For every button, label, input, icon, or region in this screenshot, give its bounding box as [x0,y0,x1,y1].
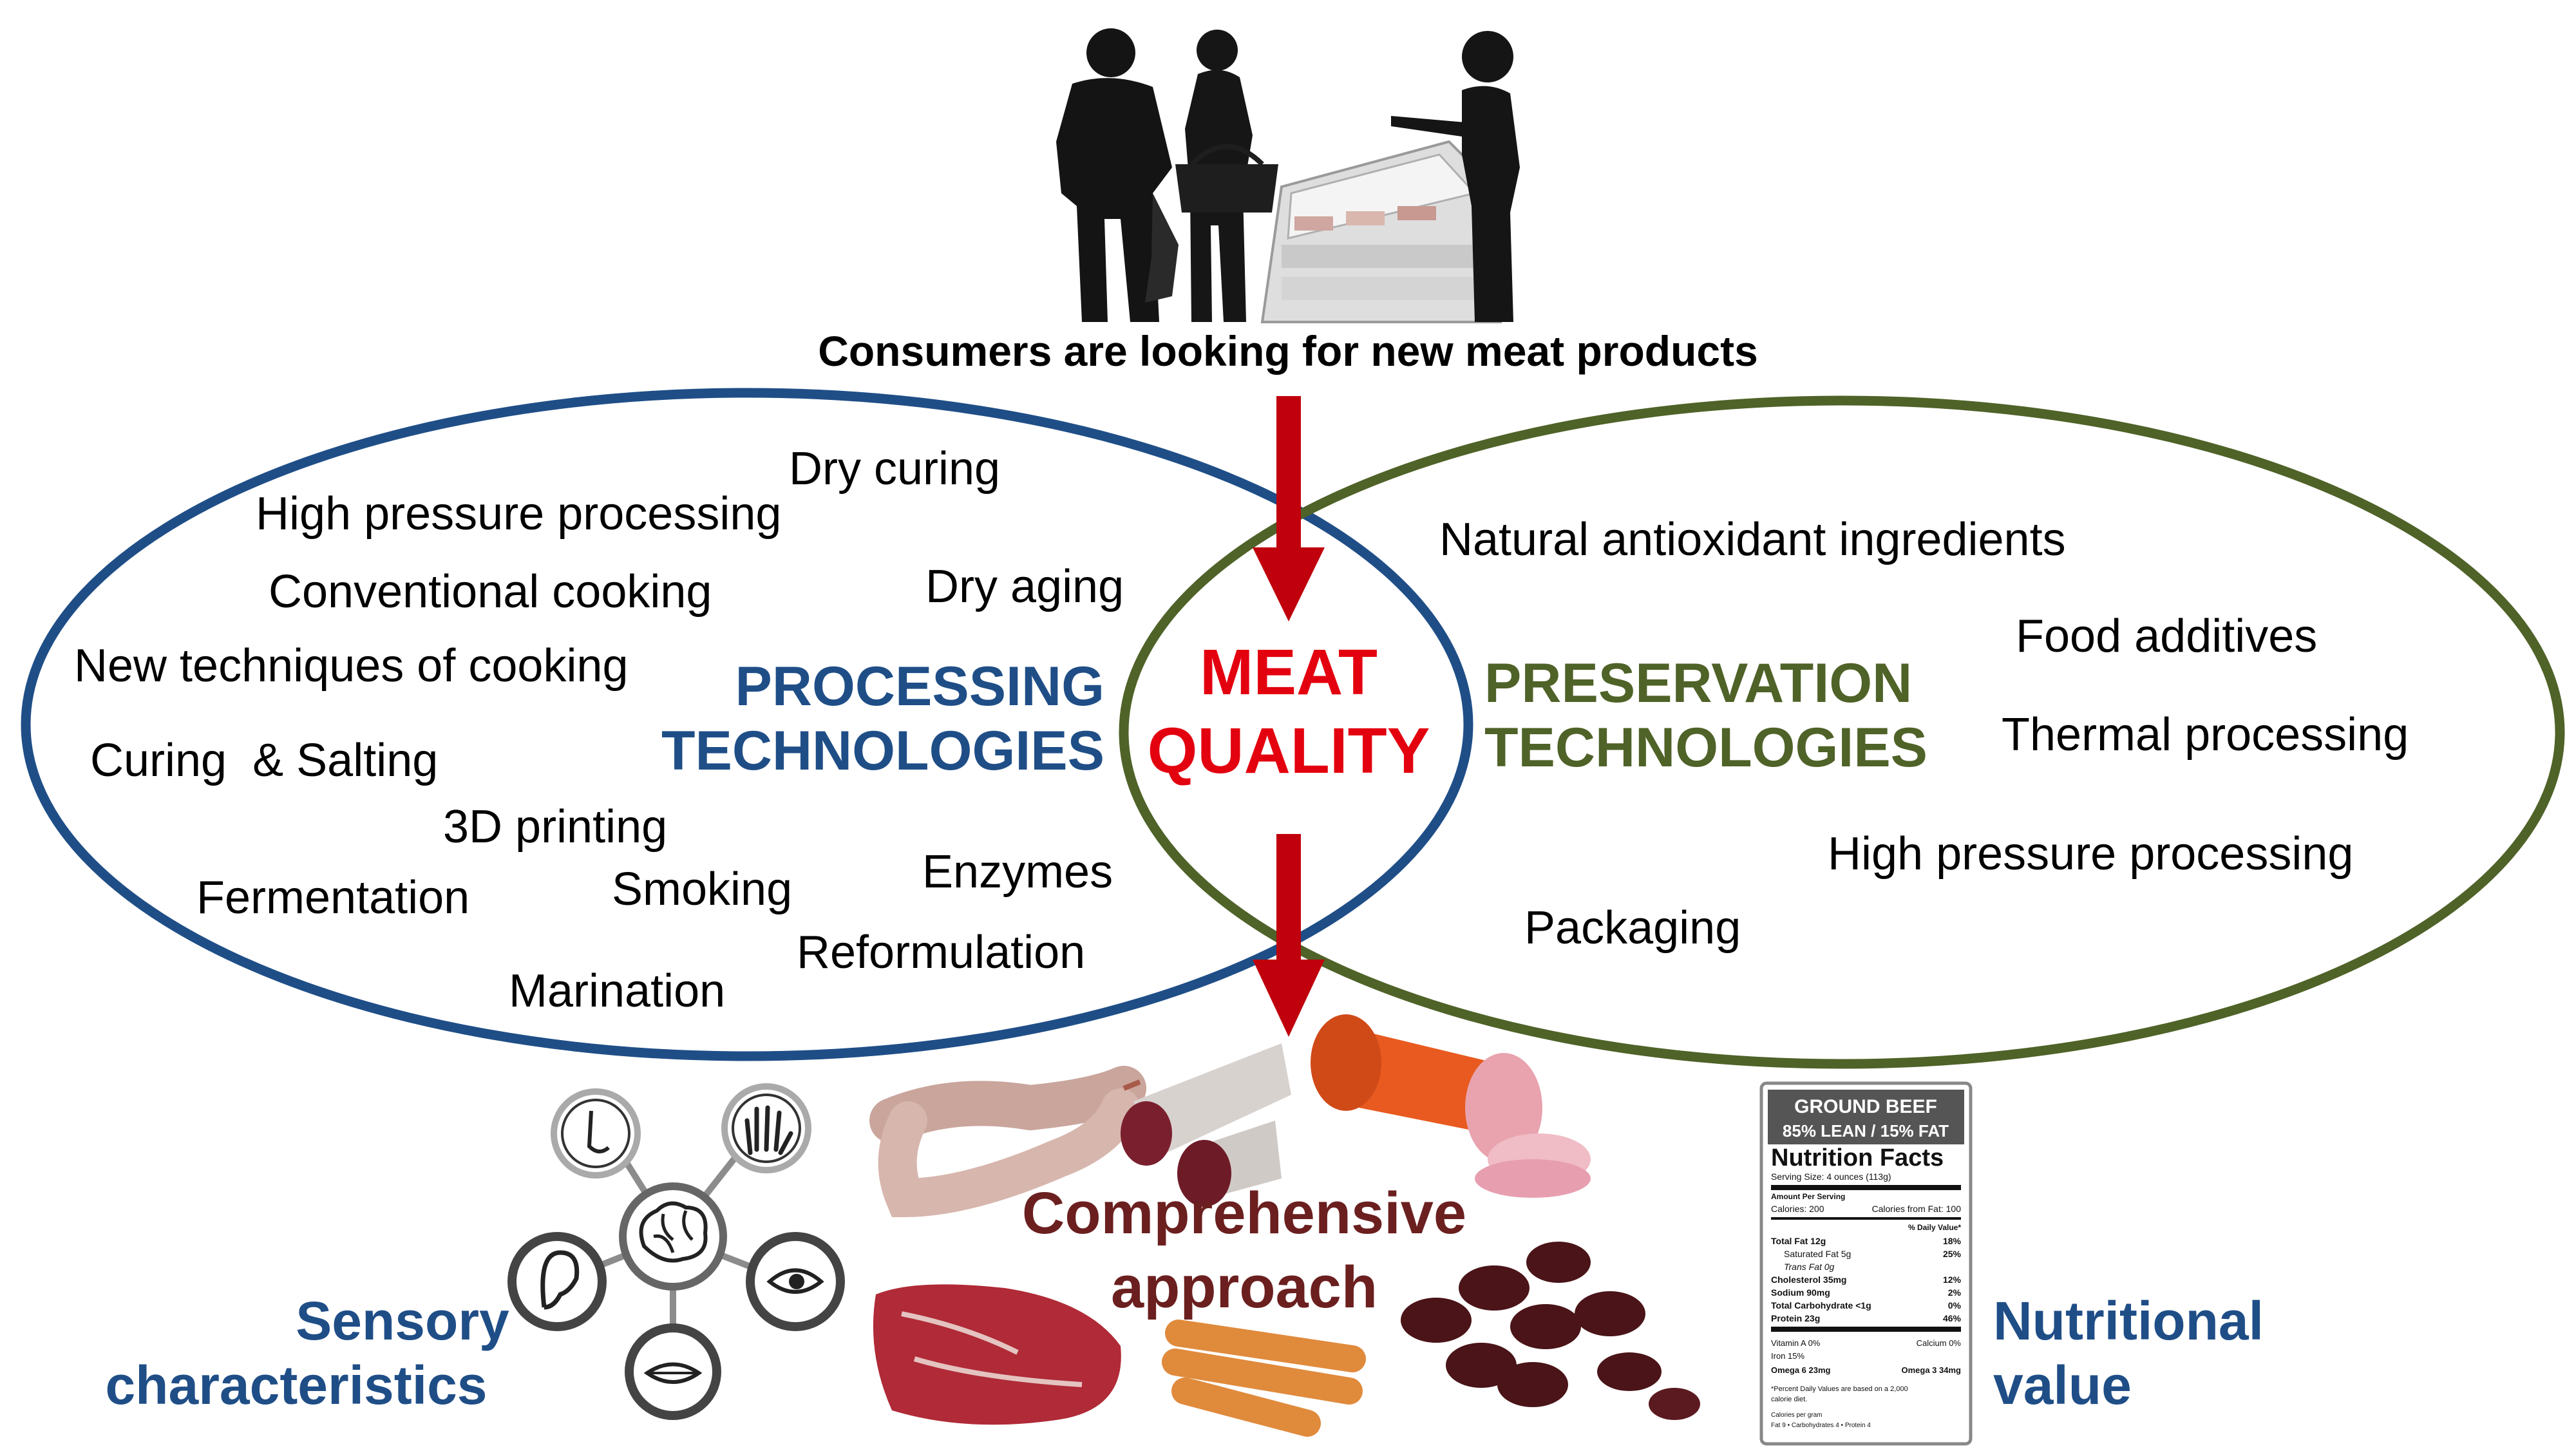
arrow-quality-to-products [1253,834,1325,1037]
processing-item-new-cooking: New techniques of cooking [74,640,629,692]
preservation-item-antioxidants: Natural antioxidant ingredients [1439,514,2066,565]
processing-item-dry-curing: Dry curing [789,443,1000,495]
comprehensive-line1: Comprehensive [1022,1180,1466,1246]
mouth-icon [629,1328,717,1416]
nutrition-row-label: Protein 23g [1771,1313,1820,1323]
consumers-caption: Consumers are looking for new meat produ… [818,327,1758,375]
preservation-item-food-additives: Food additives [2016,611,2317,662]
nutrition-row-label: Total Carbohydrate <1g [1771,1300,1871,1311]
nutrition-product-line1: GROUND BEEF [1794,1096,1937,1117]
nutrition-row-value: 25% [1943,1249,1962,1259]
brain-icon [623,1186,723,1287]
nutrition-omega3: Omega 3 34mg [1902,1365,1962,1375]
processing-item-enzymes: Enzymes [922,846,1113,898]
sensory-label-line1: Sensory [296,1291,509,1351]
shoppers-illustration [1056,28,1520,322]
ear-icon [512,1236,602,1327]
processing-item-smoking: Smoking [612,864,792,915]
nutrition-row-label: Cholesterol 35mg [1771,1274,1846,1285]
nutrition-dv-header: % Daily Value* [1908,1223,1961,1232]
steak-image [873,1284,1121,1425]
preservation-item-high-pressure: High pressure processing [1828,828,2353,880]
preservation-item-packaging: Packaging [1524,902,1741,954]
processing-item-3d-printing: 3D printing [443,801,667,853]
shopper-man-silhouette [1056,28,1179,322]
processing-title-line1: PROCESSING [735,656,1104,717]
processing-item-reformulation: Reformulation [797,927,1085,978]
nutrition-serving: Serving Size: 4 ounces (113g) [1771,1171,1891,1182]
nutrition-row-value: 12% [1943,1274,1962,1285]
nutrition-footnote3: Calories per gram [1771,1412,1822,1419]
processing-item-high-pressure: High pressure processing [256,488,781,540]
nutrition-footnote2: calorie diet. [1771,1396,1807,1403]
nutrition-footnote1: *Percent Daily Values are based on a 2,0… [1771,1385,1908,1393]
nutrition-calories-fat: Calories from Fat: 100 [1872,1204,1962,1214]
nutrition-calories: Calories: 200 [1771,1204,1824,1214]
frankfurters-image [1175,1333,1352,1423]
nutrition-footnote4: Fat 9 • Carbohydrates 4 • Protein 4 [1771,1422,1871,1429]
meat-quality-line1: MEAT [1200,636,1378,708]
processing-item-conventional-cooking: Conventional cooking [269,566,712,618]
nutritional-label-line1: Nutritional [1993,1291,2264,1351]
preservation-item-thermal: Thermal processing [2002,709,2409,761]
preservation-title-line2: TECHNOLOGIES [1484,717,1927,779]
nutrition-row-value: 18% [1943,1236,1962,1246]
mortadella-image [1311,1014,1591,1198]
nutritional-label-line2: value [1993,1355,2132,1416]
meat-quality-line2: QUALITY [1148,715,1430,787]
processing-item-marination: Marination [509,965,725,1017]
processing-item-dry-aging: Dry aging [925,561,1124,612]
nutrition-calcium: Calcium 0% [1917,1338,1962,1348]
nutrition-row-label: Sodium 90mg [1771,1287,1830,1298]
processing-item-curing-salting: Curing & Salting [90,735,438,786]
nose-icon [554,1092,638,1175]
nutrition-product-line2: 85% LEAN / 15% FAT [1783,1121,1949,1141]
hand-icon [724,1086,808,1170]
nutrition-heading: Nutrition Facts [1771,1144,1944,1171]
processing-title-line2: TECHNOLOGIES [661,720,1104,782]
nutrition-iron: Iron 15% [1771,1351,1804,1361]
comprehensive-line2: approach [1111,1255,1378,1320]
nutrition-row-value: 0% [1948,1300,1962,1311]
nutrition-facts-label: GROUND BEEF 85% LEAN / 15% FAT Nutrition… [1761,1083,1971,1444]
nutrition-omega6: Omega 6 23mg [1771,1365,1831,1375]
nutrition-row-label: Total Fat 12g [1771,1236,1826,1246]
nutrition-row-value: 2% [1948,1287,1962,1298]
eye-icon [750,1236,840,1327]
preservation-title-line1: PRESERVATION [1484,652,1912,714]
nutrition-row-value: 46% [1943,1313,1962,1323]
nutrition-amount: Amount Per Serving [1771,1192,1845,1201]
nutrition-row-label: Trans Fat 0g [1784,1262,1835,1272]
sensory-label-line2: characteristics [105,1355,487,1416]
blood-sausages-image [1401,1242,1700,1420]
processing-item-fermentation: Fermentation [196,872,469,923]
nutrition-vitamin-a: Vitamin A 0% [1771,1338,1821,1348]
nutrition-row-label: Saturated Fat 5g [1784,1249,1851,1259]
